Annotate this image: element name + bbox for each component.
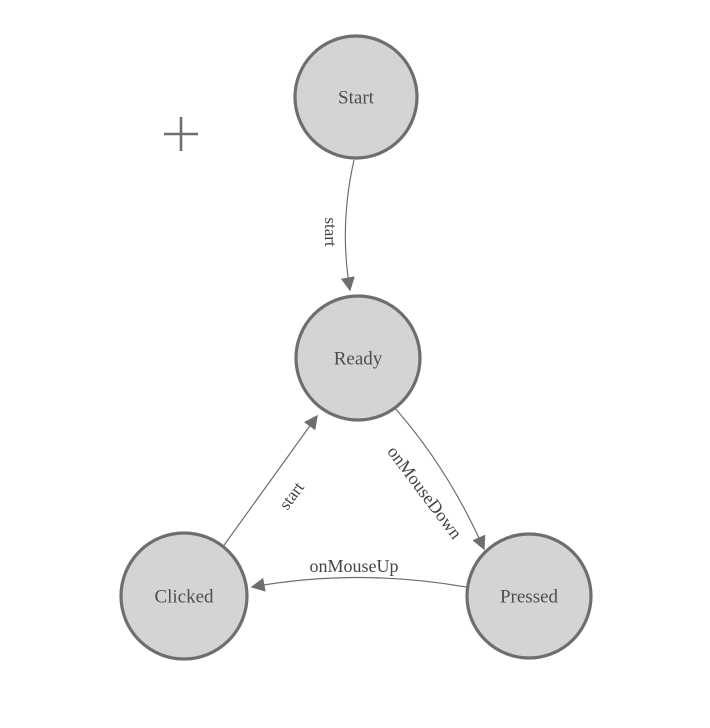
state-node-clicked-circle[interactable] xyxy=(119,531,249,661)
state-node-ready[interactable]: Ready xyxy=(294,294,422,422)
state-node-ready-circle[interactable] xyxy=(294,294,422,422)
transition-edge-ready-pressed[interactable] xyxy=(393,406,486,551)
state-node-pressed-circle[interactable] xyxy=(465,532,593,660)
plus-crosshair-icon xyxy=(164,117,198,151)
state-node-start-circle[interactable] xyxy=(293,34,419,160)
transition-label-pressed-clicked: onMouseUp xyxy=(310,556,399,576)
transition-edge-clicked-ready[interactable] xyxy=(221,414,318,549)
transition-label-clicked-ready: start xyxy=(275,478,308,513)
state-node-clicked[interactable]: Clicked xyxy=(119,531,249,661)
transition-edge-pressed-clicked[interactable] xyxy=(250,576,467,592)
transition-label-ready-pressed: onMouseDown xyxy=(383,442,466,543)
state-node-start[interactable]: Start xyxy=(293,34,419,160)
transition-label-start-ready: start xyxy=(321,217,340,247)
transition-edge-start-ready[interactable] xyxy=(340,159,355,292)
state-node-pressed[interactable]: Pressed xyxy=(465,532,593,660)
